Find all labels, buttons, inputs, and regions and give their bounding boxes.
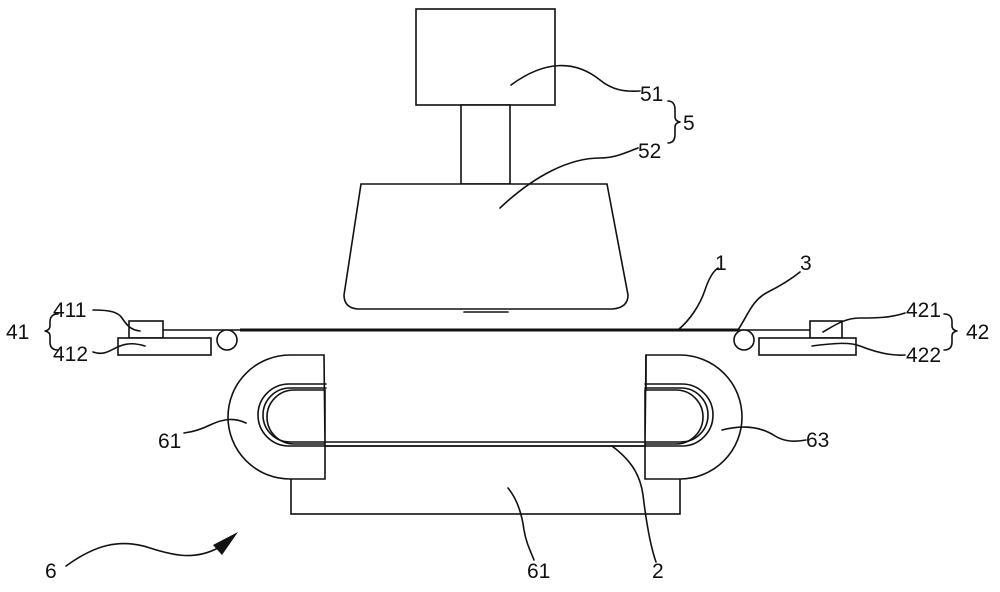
right-chamber-63 (645, 355, 742, 479)
label-412: 412 (53, 343, 88, 366)
label-421: 421 (906, 299, 941, 322)
label-411: 411 (53, 299, 86, 322)
label-3: 3 (800, 252, 812, 275)
label-51: 51 (640, 83, 663, 106)
leader-1 (678, 268, 718, 330)
label-61-bottom: 61 (527, 560, 550, 583)
label-52: 52 (638, 140, 661, 163)
label-61-left: 61 (158, 430, 181, 453)
conveyor-belt-inner (263, 388, 708, 442)
label-1: 1 (715, 252, 727, 275)
base-plate-412 (118, 338, 211, 355)
base-plate-422 (759, 338, 856, 355)
brace-5 (668, 101, 680, 143)
driver-box-51 (416, 9, 555, 105)
arrow-6-head (213, 532, 238, 555)
label-63: 63 (806, 429, 829, 452)
connecting-rod (461, 105, 510, 184)
label-422: 422 (906, 344, 941, 367)
label-42: 42 (966, 321, 989, 344)
left-chamber-61 (228, 355, 325, 479)
label-6: 6 (45, 560, 57, 583)
brace-42 (944, 314, 957, 350)
leader-3 (738, 272, 800, 330)
label-2: 2 (652, 560, 664, 583)
left-roller (217, 330, 237, 350)
press-head-52 (344, 184, 628, 309)
right-roller (734, 330, 754, 350)
arrow-6-curve (66, 544, 218, 566)
label-5: 5 (683, 112, 695, 135)
lower-base-61 (291, 446, 680, 514)
label-41: 41 (6, 321, 29, 344)
